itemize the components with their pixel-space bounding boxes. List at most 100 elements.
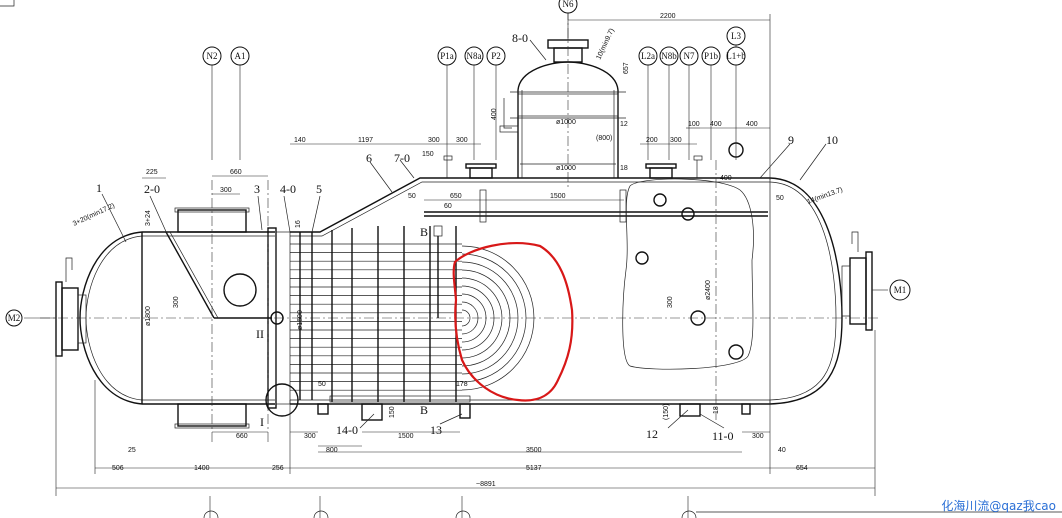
dim-150v2: (150) bbox=[663, 404, 670, 420]
dim-300a: 300 bbox=[220, 187, 232, 194]
part-8: 8-0 bbox=[512, 31, 528, 45]
dim-400b: 400 bbox=[746, 121, 758, 128]
bottom-refs bbox=[203, 510, 1062, 518]
tag-L3-text: L3 bbox=[731, 31, 741, 41]
dim-8891: ~8891 bbox=[476, 481, 496, 488]
note-right-head: 14(min13.7) bbox=[806, 187, 844, 206]
dim-654: 654 bbox=[796, 465, 808, 472]
dim-50c: 50 bbox=[318, 381, 326, 388]
part-12: 12 bbox=[646, 427, 658, 441]
part-9: 9 bbox=[788, 133, 794, 147]
note-top-head: 10(min9.7) bbox=[595, 28, 615, 61]
detail-I-circle bbox=[265, 383, 299, 417]
dim-25: 25 bbox=[128, 447, 136, 454]
tag-N6-text: N6 bbox=[563, 0, 574, 9]
tag-N7-text: N7 bbox=[684, 51, 695, 61]
tag-N7: N7 bbox=[679, 46, 699, 160]
dim-300d: 300 bbox=[670, 137, 682, 144]
dim-3500: 3500 bbox=[526, 447, 542, 454]
section-b-top: B bbox=[420, 225, 428, 239]
tag-N2: N2 bbox=[202, 46, 222, 160]
tag-A1: A1 bbox=[230, 46, 250, 160]
dim-178: 178 bbox=[456, 381, 468, 388]
dim-660-top: 660 bbox=[230, 169, 242, 176]
dim-800b: 800 bbox=[326, 447, 338, 454]
tag-P1a-text: P1a bbox=[440, 51, 454, 61]
tag-N2-text: N2 bbox=[207, 51, 218, 61]
dim-300e: 300 bbox=[304, 433, 316, 440]
dim-100: 100 bbox=[688, 121, 700, 128]
dim-650: 650 bbox=[450, 193, 462, 200]
red-annotation-loop bbox=[452, 242, 574, 402]
dim-256: 256 bbox=[272, 465, 284, 472]
vapor-dome bbox=[499, 10, 626, 190]
dim-16: 16 bbox=[295, 220, 302, 228]
watermark: 化海川流@qaz我cao bbox=[941, 499, 1056, 513]
dim-40: 40 bbox=[778, 447, 786, 454]
dim-1000a: ø1000 bbox=[556, 119, 576, 126]
part-5: 5 bbox=[316, 182, 322, 196]
tag-N8b-text: N8b bbox=[661, 51, 677, 61]
tag-M2-text: M2 bbox=[8, 313, 21, 323]
dim-225: 225 bbox=[146, 169, 158, 176]
part-6: 6 bbox=[366, 151, 372, 165]
tag-M1 bbox=[889, 279, 911, 301]
tag-N8a-text: N8a bbox=[467, 51, 482, 61]
left-head bbox=[79, 231, 143, 405]
channel-nozzles bbox=[165, 180, 272, 445]
frame-corner bbox=[0, 0, 15, 7]
note-left-head: 3+20(min17.2) bbox=[72, 202, 116, 228]
left-manway bbox=[24, 257, 87, 357]
part-4: 4-0 bbox=[280, 182, 296, 196]
part-10: 10 bbox=[826, 133, 838, 147]
tag-P1b: P1b bbox=[701, 46, 721, 160]
tag-A1-text: A1 bbox=[235, 51, 246, 61]
note-seg: 3+24 bbox=[145, 210, 152, 226]
dim-506: 506 bbox=[112, 465, 124, 472]
dim-2400: ø2400 bbox=[705, 280, 712, 300]
dim-400c: 400 bbox=[720, 175, 732, 182]
part-3: 3 bbox=[254, 182, 260, 196]
dim-1600: ø1600 bbox=[297, 310, 304, 330]
dim-200: 200 bbox=[646, 137, 658, 144]
part-7: 7-0 bbox=[394, 151, 410, 165]
dim-150: 150 bbox=[422, 151, 434, 158]
part-1: 1 bbox=[96, 181, 102, 195]
dim-50b: 50 bbox=[776, 195, 784, 202]
detail-I-label: I bbox=[260, 415, 264, 429]
dim-150v: 150 bbox=[389, 406, 396, 418]
tube-bundle bbox=[290, 225, 535, 402]
dim-660-bot: 660 bbox=[236, 433, 248, 440]
dim-18b: 18 bbox=[713, 406, 720, 414]
tag-N6: N6 bbox=[558, 0, 578, 40]
dim-1197: 1197 bbox=[358, 137, 373, 144]
dim-1500b: 1500 bbox=[398, 433, 414, 440]
dim-5137: 5137 bbox=[526, 465, 542, 472]
right-head bbox=[769, 177, 843, 405]
dim-657: 657 bbox=[623, 62, 630, 74]
dim-1000b: ø1000 bbox=[556, 165, 576, 172]
dim-1400: 1400 bbox=[194, 465, 210, 472]
tag-P1b-text: P1b bbox=[704, 51, 719, 61]
dim-300f: 300 bbox=[752, 433, 764, 440]
tag-L3: L3 bbox=[726, 26, 746, 47]
part-14: 14-0 bbox=[336, 423, 358, 437]
dim-1800: ø1800 bbox=[145, 306, 152, 326]
tag-L1b: L1+b bbox=[726, 46, 746, 160]
dim-50a: 50 bbox=[408, 193, 416, 200]
supports bbox=[317, 395, 751, 421]
tag-P2: P2 bbox=[486, 46, 506, 160]
dim-300b: 300 bbox=[428, 137, 440, 144]
section-b-bottom: B bbox=[420, 403, 428, 417]
tag-P1a: P1a bbox=[437, 46, 457, 160]
detail-II-label: II bbox=[256, 327, 264, 341]
dim-300c: 300 bbox=[456, 137, 468, 144]
dim-12: 12 bbox=[620, 121, 628, 128]
dim-400a: 400 bbox=[710, 121, 722, 128]
tag-M2 bbox=[5, 309, 23, 327]
dim-400v: 400 bbox=[491, 108, 498, 120]
tag-L1b-text: L1+b bbox=[726, 51, 746, 61]
detail-II-circle bbox=[270, 311, 284, 325]
